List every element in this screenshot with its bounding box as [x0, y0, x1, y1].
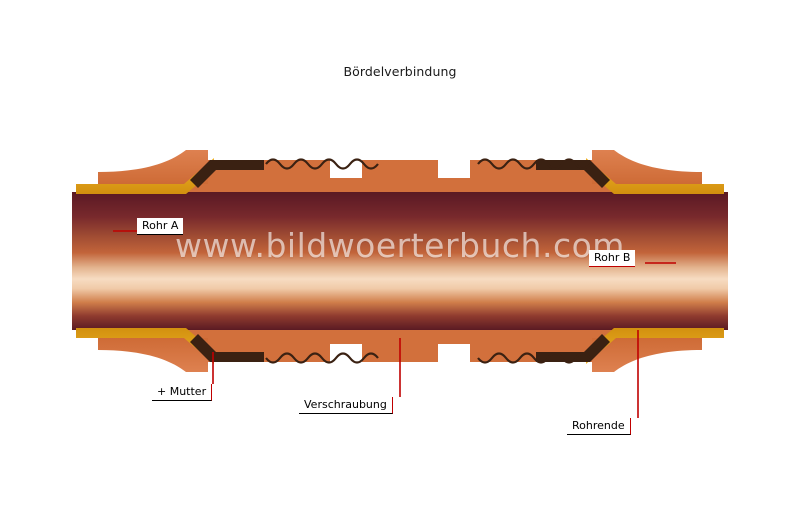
flare-nut-left-lower — [98, 338, 208, 372]
flare-band-left-lower — [76, 328, 214, 364]
flare-band-right-lower — [586, 328, 724, 364]
seal-wedge-right-upper-bar — [536, 160, 610, 188]
seal-wedge-left-upper-bar — [190, 160, 264, 188]
callout-label-mutter: + Mutter — [152, 384, 213, 401]
thread-left-lower — [265, 352, 379, 364]
seal-wedge-right-lower-bar — [536, 334, 610, 362]
flare-nut-right-lower — [592, 338, 702, 372]
callout-label-rohr-a: Rohr A — [137, 218, 184, 235]
thread-right-lower — [477, 352, 591, 364]
seal-wedge-left-lower-bar — [190, 334, 264, 362]
figure-title: Bördelverbindung — [343, 64, 457, 79]
flare-band-right-upper — [586, 158, 724, 194]
callout-label-verschraubung: Verschraubung — [299, 397, 393, 414]
thread-left-upper — [265, 158, 379, 170]
callout-label-rohrende: Rohrende — [567, 418, 631, 435]
thread-right-upper — [477, 158, 591, 170]
callout-label-rohr-b: Rohr B — [589, 250, 636, 267]
flare-nut-left-upper — [98, 150, 208, 184]
flare-nut-right-upper — [592, 150, 702, 184]
flare-band-left-upper — [76, 158, 214, 194]
